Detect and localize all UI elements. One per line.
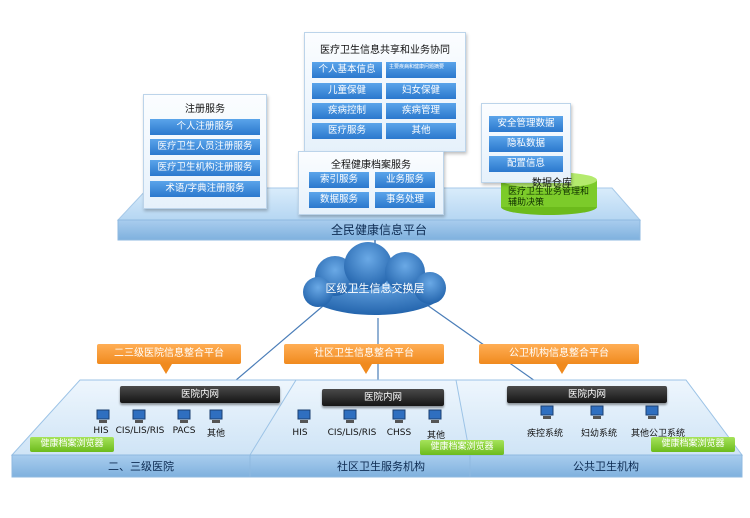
system-label: HIS	[292, 428, 308, 438]
computer-icon	[540, 405, 554, 421]
computer-icon	[96, 409, 110, 425]
collab-item[interactable]: 个人基本信息	[312, 62, 382, 78]
ehr-title: 全程健康档案服务	[331, 160, 411, 171]
integration-hospital[interactable]: 二三级医院信息整合平台	[97, 344, 241, 364]
system-label: 疾控系统	[526, 429, 563, 439]
computer-icon	[343, 409, 357, 425]
exchange-layer-label: 区级卫生信息交换层	[325, 282, 425, 295]
computer-icon	[392, 409, 406, 425]
intranet-bar: 医院内网	[507, 386, 667, 403]
computer-icon	[132, 409, 146, 425]
registration-item[interactable]: 医疗卫生人员注册服务	[150, 139, 260, 155]
ehr-browser-button[interactable]: 健康档案浏览器	[420, 440, 504, 455]
integration-community[interactable]: 社区卫生信息整合平台	[284, 344, 444, 364]
security-panel: 安全管理数据 隐私数据 配置信息	[481, 103, 571, 183]
collab-item[interactable]: 疾病控制	[312, 103, 382, 119]
system-label: 其他	[426, 431, 445, 441]
system-label: CIS/LIS/RIS	[327, 428, 377, 438]
ehr-item[interactable]: 索引服务	[309, 172, 369, 188]
registration-item[interactable]: 医疗卫生机构注册服务	[150, 160, 260, 176]
collab-item[interactable]: 疾病管理	[386, 103, 456, 119]
registration-panel: 注册服务 个人注册服务 医疗卫生人员注册服务 医疗卫生机构注册服务 术语/字典注…	[143, 94, 267, 209]
collab-item[interactable]: 儿童保健	[312, 83, 382, 99]
site-name: 二、三级医院	[108, 460, 174, 473]
collab-item[interactable]: 主要疾病和健康问题摘要	[386, 62, 456, 78]
warehouse-title: 数据仓库	[532, 178, 572, 189]
platform-slab-front	[117, 219, 641, 241]
security-item[interactable]: 安全管理数据	[489, 116, 563, 132]
ehr-item[interactable]: 业务服务	[375, 172, 435, 188]
security-item[interactable]: 配置信息	[489, 156, 563, 172]
intranet-bar: 医院内网	[322, 389, 444, 406]
collaboration-title: 医疗卫生信息共享和业务协同	[320, 45, 450, 56]
warehouse-label: 医疗卫生业务管理和辅助决策	[508, 187, 590, 208]
registration-item[interactable]: 个人注册服务	[150, 119, 260, 135]
security-item[interactable]: 隐私数据	[489, 136, 563, 152]
registration-item[interactable]: 术语/字典注册服务	[150, 181, 260, 197]
collaboration-panel: 医疗卫生信息共享和业务协同 个人基本信息 主要疾病和健康问题摘要 儿童保健 妇女…	[304, 32, 466, 152]
ehr-browser-button[interactable]: 健康档案浏览器	[651, 437, 735, 452]
system-label: 妇幼系统	[580, 429, 617, 439]
computer-icon	[297, 409, 311, 425]
collab-item[interactable]: 妇女保健	[386, 83, 456, 99]
computer-icon	[428, 409, 442, 425]
site-name: 公共卫生机构	[573, 460, 639, 473]
ehr-browser-button[interactable]: 健康档案浏览器	[30, 437, 114, 452]
computer-icon	[177, 409, 191, 425]
platform-title: 全民健康信息平台	[330, 223, 427, 237]
collab-item[interactable]: 医疗服务	[312, 123, 382, 139]
system-label: PACS	[172, 426, 196, 436]
ehr-item[interactable]: 数据服务	[309, 192, 369, 208]
registration-title: 注册服务	[185, 104, 225, 115]
system-label: 其他公卫系统	[630, 429, 685, 439]
site-name: 社区卫生服务机构	[337, 460, 425, 473]
computer-icon	[645, 405, 659, 421]
ehr-panel: 全程健康档案服务 索引服务 业务服务 数据服务 事务处理	[298, 151, 444, 215]
computer-icon	[209, 409, 223, 425]
intranet-bar: 医院内网	[120, 386, 280, 403]
system-label: CIS/LIS/RIS	[115, 426, 165, 436]
collab-item[interactable]: 其他	[386, 123, 456, 139]
ehr-item[interactable]: 事务处理	[375, 192, 435, 208]
integration-publichealth[interactable]: 公卫机构信息整合平台	[479, 344, 639, 364]
computer-icon	[590, 405, 604, 421]
system-label: HIS	[93, 426, 109, 436]
exchange-cloud	[303, 242, 446, 315]
system-label: 其他	[206, 429, 225, 439]
system-label: CHSS	[386, 428, 412, 438]
